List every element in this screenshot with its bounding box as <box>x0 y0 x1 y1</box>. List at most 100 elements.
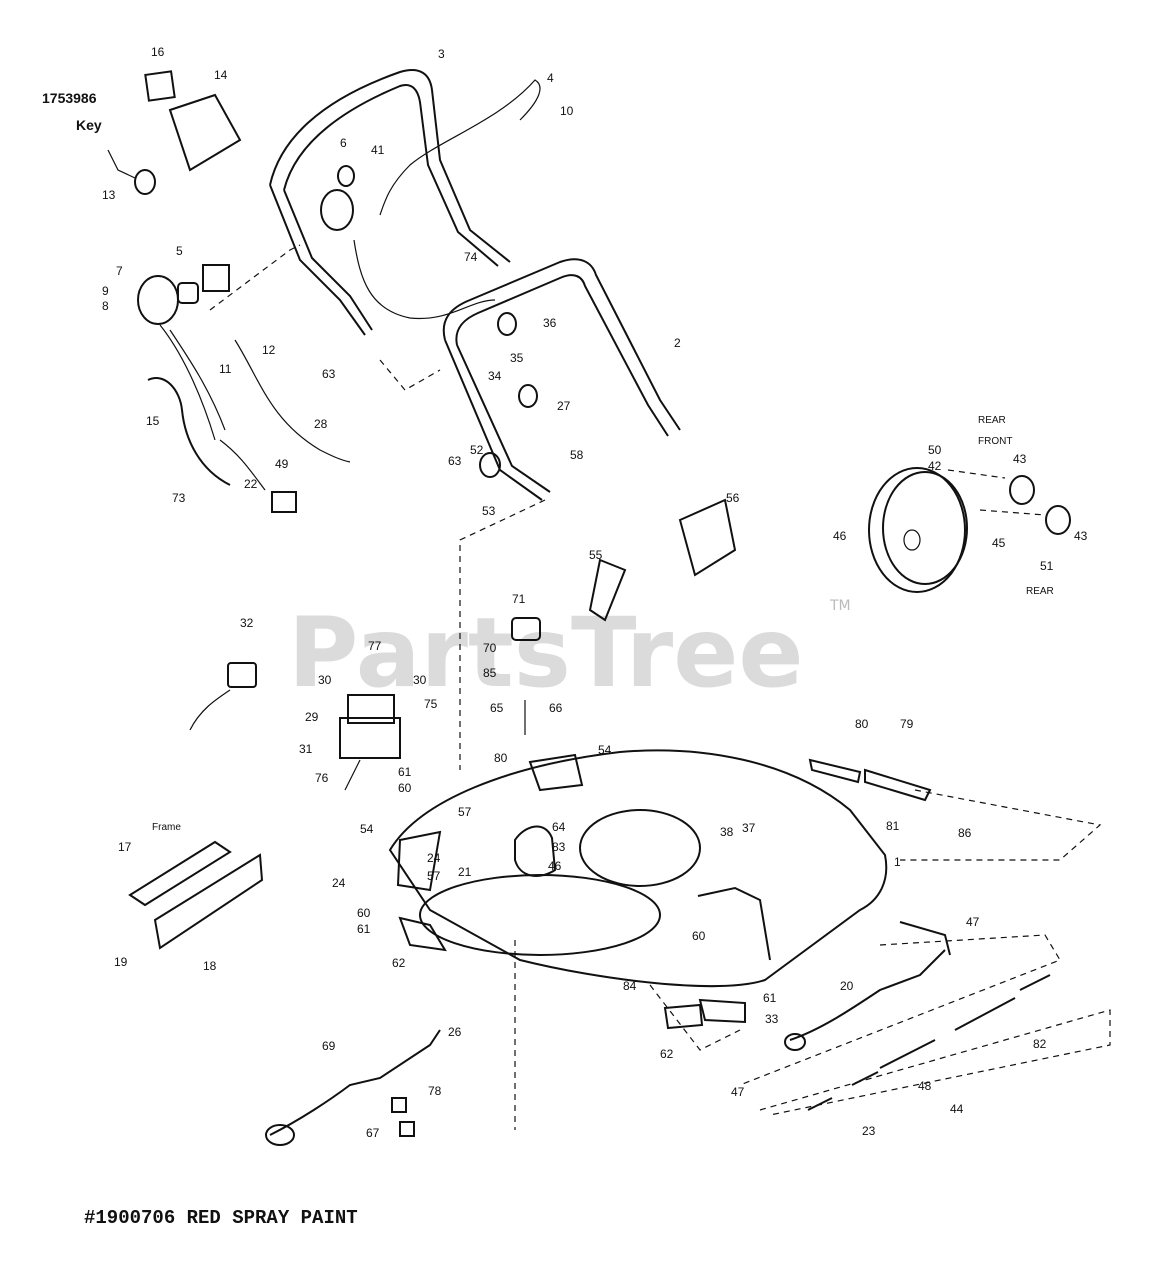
callout-81: 81 <box>886 819 900 833</box>
callout-67: 67 <box>366 1126 380 1140</box>
callout-76: 76 <box>315 771 329 785</box>
callout-49: 49 <box>275 457 289 471</box>
frame-plates <box>128 840 264 950</box>
callout-62a: 62 <box>392 956 406 970</box>
callout-55: 55 <box>589 548 603 562</box>
callout-41: 41 <box>371 143 385 157</box>
callout-51: 51 <box>1040 559 1054 573</box>
callout-71: 71 <box>512 592 526 606</box>
callout-70: 70 <box>483 641 497 655</box>
callout-26: 26 <box>448 1025 462 1039</box>
callout-46b: 46 <box>548 859 562 873</box>
annotation-rear-bottom: REAR <box>1026 586 1054 597</box>
callout-61a: 61 <box>398 765 412 779</box>
callout-56: 56 <box>726 491 740 505</box>
callout-12: 12 <box>262 343 276 357</box>
callout-15: 15 <box>146 414 160 428</box>
callout-5: 5 <box>176 244 183 258</box>
callout-11: 11 <box>219 362 232 376</box>
callout-75: 75 <box>424 697 438 711</box>
wiring-harness <box>147 377 297 513</box>
drive-rod <box>784 949 946 1051</box>
callout-69: 69 <box>322 1039 336 1053</box>
ignition-module <box>189 662 257 731</box>
callout-80b: 80 <box>855 717 869 731</box>
callout-28: 28 <box>314 417 328 431</box>
callout-14: 14 <box>214 68 228 82</box>
callout-3: 3 <box>438 47 445 61</box>
upper-handle <box>269 69 511 336</box>
callout-24a: 24 <box>427 851 441 865</box>
callout-17: 17 <box>118 840 132 854</box>
callout-47a: 47 <box>966 915 980 929</box>
callout-6: 6 <box>340 136 347 150</box>
callout-20: 20 <box>840 979 854 993</box>
callout-85: 85 <box>483 666 497 680</box>
coil <box>339 694 401 791</box>
key-label: Key <box>76 117 102 133</box>
callout-86: 86 <box>958 826 972 840</box>
callout-54a: 54 <box>598 743 612 757</box>
callout-8: 8 <box>102 299 109 313</box>
callout-63: 63 <box>322 367 336 381</box>
callout-18: 18 <box>203 959 217 973</box>
callout-35: 35 <box>510 351 524 365</box>
callout-19: 19 <box>114 955 128 969</box>
callout-10: 10 <box>560 104 574 118</box>
callout-2: 2 <box>674 336 681 350</box>
callout-27: 27 <box>557 399 571 413</box>
callout-52: 52 <box>470 443 484 457</box>
key-knob <box>107 149 156 195</box>
callout-33: 33 <box>765 1012 779 1026</box>
callout-29: 29 <box>305 710 319 724</box>
callout-34: 34 <box>488 369 502 383</box>
callout-1: 1 <box>894 855 901 869</box>
callout-32: 32 <box>240 616 254 630</box>
callout-82: 82 <box>1033 1037 1047 1051</box>
callout-9: 9 <box>102 284 109 298</box>
callout-44: 44 <box>950 1102 964 1116</box>
callout-37: 37 <box>742 821 756 835</box>
callout-57a: 57 <box>458 805 472 819</box>
callout-73: 73 <box>172 491 186 505</box>
callout-79: 79 <box>900 717 914 731</box>
callout-65: 65 <box>490 701 504 715</box>
zone-control <box>320 165 355 231</box>
assembly-lines <box>209 244 1111 1130</box>
callout-54b: 54 <box>360 822 374 836</box>
callouts: 16 14 13 3 4 10 41 6 5 7 9 8 12 11 74 63… <box>102 45 1088 1140</box>
callout-53: 53 <box>482 504 496 518</box>
callout-36: 36 <box>543 316 557 330</box>
callout-60c: 60 <box>692 929 706 943</box>
callout-58: 58 <box>570 448 584 462</box>
callout-22: 22 <box>244 477 258 491</box>
callout-64: 64 <box>552 820 566 834</box>
callout-23: 23 <box>862 1124 876 1138</box>
callout-46a: 46 <box>833 529 847 543</box>
callout-21: 21 <box>458 865 472 879</box>
key-part-number: 1753986 <box>42 90 97 106</box>
callout-30a: 30 <box>318 673 332 687</box>
callout-48: 48 <box>918 1079 932 1093</box>
ignition-switch <box>137 264 351 463</box>
wheel-assembly <box>868 467 1071 593</box>
callout-57b: 57 <box>427 869 441 883</box>
callout-4: 4 <box>547 71 554 85</box>
callout-60a: 60 <box>398 781 412 795</box>
callout-45: 45 <box>992 536 1006 550</box>
callout-43a: 43 <box>1013 452 1027 466</box>
callout-38: 38 <box>720 825 734 839</box>
callout-80a: 80 <box>494 751 508 765</box>
callout-78: 78 <box>428 1084 442 1098</box>
callout-16: 16 <box>151 45 165 59</box>
watermark-trademark: TM <box>829 598 851 614</box>
footer-note: #1900706 RED SPRAY PAINT <box>84 1207 358 1229</box>
callout-60b: 60 <box>357 906 371 920</box>
callout-61c: 61 <box>763 991 777 1005</box>
callout-42: 42 <box>928 459 942 473</box>
callout-84: 84 <box>623 979 637 993</box>
callout-77: 77 <box>368 639 382 653</box>
bail-linkage <box>265 1029 441 1146</box>
callout-7: 7 <box>116 264 123 278</box>
